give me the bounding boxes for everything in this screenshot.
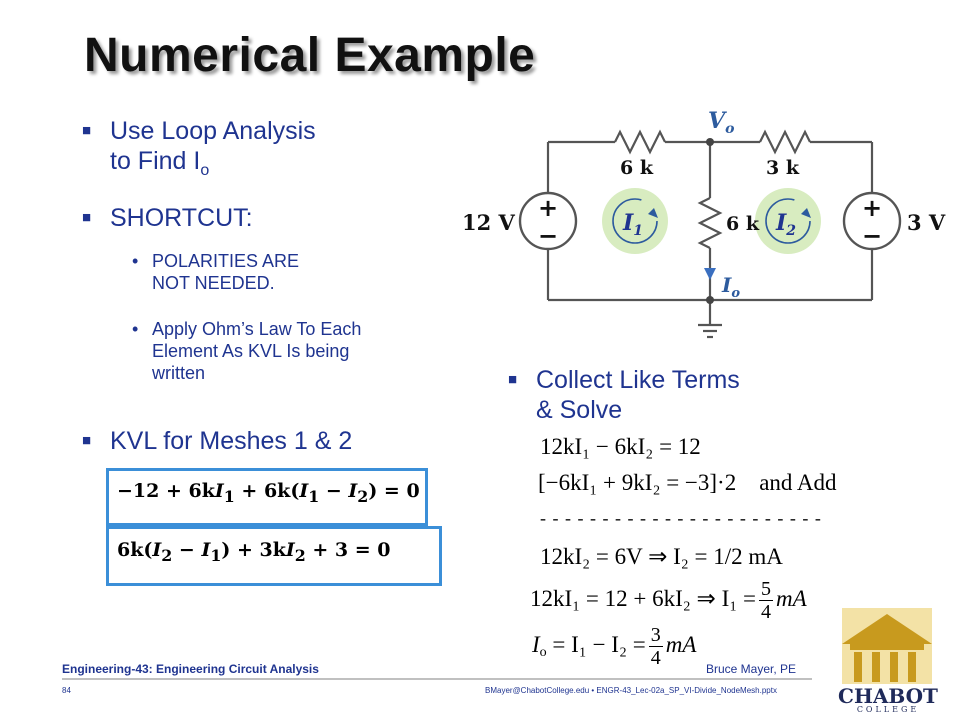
plus-sign: + xyxy=(862,194,882,222)
label-3v: 3 V xyxy=(907,210,946,235)
subbullet-ohms-law: • Apply Ohm’s Law To Each Element As KVL… xyxy=(132,319,362,383)
dot-bullet-icon: • xyxy=(132,319,139,339)
mesh2-circle-icon xyxy=(755,188,821,254)
bullet-shortcut: ■ SHORTCUT: xyxy=(82,204,253,232)
kvl-mesh1-box: −12 + 6kI1 + 6k(I1 − I2) = 0 xyxy=(106,468,428,526)
footer-file-info: BMayer@ChabotCollege.edu • ENGR-43_Lec-0… xyxy=(485,686,777,695)
source-12v-icon xyxy=(518,191,578,251)
footer-course: Engineering-43: Engineering Circuit Anal… xyxy=(62,662,319,676)
mesh1-circle-icon xyxy=(602,188,668,254)
solution-eq2: [−6kI₁ + 9kI₂ = −3]·2 and Add xyxy=(538,470,837,495)
bullet-collect-terms: ■ Collect Like Terms & Solve xyxy=(508,366,740,424)
bullet-loop-analysis: ■ Use Loop Analysis to Find Io xyxy=(82,117,316,179)
minus-sign: − xyxy=(862,222,882,250)
label-r-left: 6 k xyxy=(620,157,654,179)
bullet-kvl-meshes: ■ KVL for Meshes 1 & 2 xyxy=(82,427,353,455)
logo-text: CHABOT xyxy=(838,684,938,708)
square-bullet-icon: ■ xyxy=(82,122,92,139)
node-vo-dot xyxy=(706,138,714,146)
label-i2: I2 xyxy=(775,210,796,239)
circuit-diagram: + − + − 12 V 3 V 6 k 3 k 6 k Vo Io I1 I2 xyxy=(462,108,946,339)
footer-author: Bruce Mayer, PE xyxy=(706,662,797,676)
solution-eq1: 12kI₁ − 6kI₂ = 12 xyxy=(540,434,701,459)
current-arrow-icon xyxy=(704,268,716,280)
label-i1: I1 xyxy=(622,210,643,239)
label-12v: 12 V xyxy=(462,210,516,235)
kvl-mesh1-equation: −12 + 6kI1 + 6k(I1 − I2) = 0 xyxy=(117,480,420,506)
square-bullet-icon: ■ xyxy=(82,209,92,226)
plus-sign: + xyxy=(538,194,558,222)
dot-bullet-icon: • xyxy=(132,251,139,271)
square-bullet-icon: ■ xyxy=(82,432,92,449)
subbullet-polarities: • POLARITIES ARE NOT NEEDED. xyxy=(132,251,300,293)
label-vo: Vo xyxy=(708,108,734,137)
footer-divider xyxy=(62,678,812,680)
logo-subtext: COLLEGE xyxy=(856,705,920,714)
chabot-logo: CHABOT COLLEGE xyxy=(828,604,946,716)
label-r-mid: 6 k xyxy=(726,213,760,235)
solution-eq3: 12kI₂ = 6V ⇒ I₂ = 1/2 mA xyxy=(540,544,783,569)
source-3v-icon xyxy=(842,191,902,251)
label-io: Io xyxy=(721,273,740,301)
footer-page-number: 84 xyxy=(62,686,71,695)
kvl-mesh2-box: 6k(I2 − I1) + 3kI2 + 3 = 0 xyxy=(106,526,442,586)
label-r-right: 3 k xyxy=(766,157,800,179)
solution-dashes: - - - - - - - - - - - - - - - - - - - - … xyxy=(540,508,822,528)
minus-sign: − xyxy=(538,222,558,250)
kvl-mesh2-equation: 6k(I2 − I1) + 3kI2 + 3 = 0 xyxy=(117,539,391,565)
square-bullet-icon: ■ xyxy=(508,371,518,388)
slide-title: Numerical Example xyxy=(84,29,536,82)
node-bottom-dot xyxy=(706,296,714,304)
chabot-building-icon xyxy=(842,608,932,684)
